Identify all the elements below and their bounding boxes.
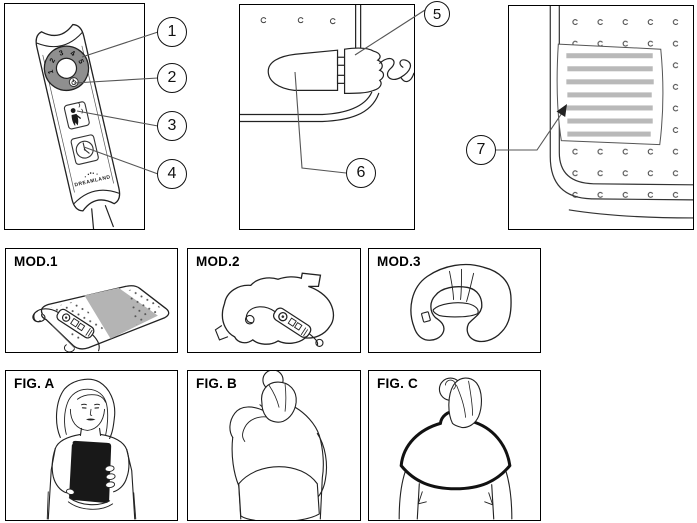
panel-mod3-label: MOD.3 bbox=[377, 254, 421, 269]
bun-swirl bbox=[445, 379, 456, 390]
fingers bbox=[65, 465, 116, 495]
coiled-cord bbox=[379, 57, 414, 83]
connector-housing bbox=[343, 47, 385, 94]
lips bbox=[85, 418, 96, 421]
callout-6: 6 bbox=[346, 158, 376, 188]
dial-number-2: 2 bbox=[47, 56, 57, 64]
head bbox=[261, 381, 297, 423]
raised-arm-outer bbox=[229, 406, 266, 438]
forearm-under-pad bbox=[68, 497, 111, 506]
callout-3: 3 bbox=[157, 111, 187, 141]
dial-number-5: 5 bbox=[76, 58, 86, 65]
right-arm bbox=[491, 470, 513, 520]
hair-strands bbox=[456, 380, 474, 418]
panel-fig-b-label: FIG. B bbox=[196, 376, 237, 391]
collar-band bbox=[432, 302, 479, 318]
figure-panel-controller: 1 2 3 4 5 bbox=[4, 3, 145, 230]
lower-back-pad bbox=[238, 466, 320, 520]
panel-fig-a: FIG. A bbox=[5, 370, 178, 521]
panel-mod2: MOD.2 bbox=[187, 248, 361, 353]
left-arm bbox=[51, 447, 67, 494]
panel-fig-c: FIG. C bbox=[368, 370, 541, 521]
pad-edge bbox=[549, 6, 693, 201]
cable-right bbox=[308, 333, 319, 346]
panel-fig-b: FIG. B bbox=[187, 370, 361, 521]
callout-7-number: 7 bbox=[476, 141, 486, 158]
connector-illustration bbox=[240, 5, 414, 123]
stitch-marks bbox=[260, 17, 336, 25]
panel-mod1: MOD.1 bbox=[5, 248, 178, 353]
raised-arm-inner bbox=[242, 416, 270, 442]
left-arm bbox=[398, 471, 420, 520]
controller-cable-loop bbox=[32, 308, 59, 323]
callout-3-number: 3 bbox=[167, 117, 177, 134]
cable-left bbox=[245, 306, 276, 324]
controller-cable-out bbox=[91, 334, 100, 352]
head bbox=[448, 377, 482, 429]
pad-seam bbox=[558, 6, 693, 186]
callout-4: 4 bbox=[157, 159, 187, 189]
hair-outline bbox=[55, 378, 116, 440]
figure-panel-connector bbox=[239, 4, 415, 230]
callout-1-number: 1 bbox=[167, 23, 177, 40]
mini-controller bbox=[272, 307, 312, 338]
back-pad-illustration bbox=[214, 272, 335, 348]
callout-4-number: 4 bbox=[167, 165, 177, 182]
figure-panel-care-label bbox=[508, 5, 694, 230]
callout-5-number: 5 bbox=[432, 5, 442, 23]
heating-pad-black bbox=[69, 440, 112, 503]
strap-ring-right bbox=[315, 338, 324, 348]
panel-fig-c-label: FIG. C bbox=[377, 376, 418, 391]
heating-pad-illustration bbox=[32, 285, 170, 352]
dial-number-4: 4 bbox=[69, 48, 76, 58]
pad-dots-right bbox=[126, 288, 163, 326]
dial-number-3: 3 bbox=[58, 48, 65, 58]
hands bbox=[417, 491, 494, 506]
care-label-illustration bbox=[549, 6, 693, 219]
figure-c-illustration bbox=[398, 377, 513, 520]
dial-number-1: 1 bbox=[46, 69, 56, 75]
torso-right bbox=[294, 406, 324, 520]
care-label-text-lines bbox=[566, 53, 654, 137]
clock-icon-button bbox=[70, 134, 99, 165]
hair-strands bbox=[268, 383, 287, 412]
controller-cable bbox=[91, 208, 95, 229]
callout-1: 1 bbox=[157, 17, 187, 47]
panel-mod2-label: MOD.2 bbox=[196, 254, 240, 269]
callout-7: 7 bbox=[466, 135, 496, 165]
callout-2-number: 2 bbox=[167, 69, 177, 86]
pad-stripe bbox=[84, 287, 158, 339]
controller-illustration: 1 2 3 4 5 bbox=[35, 23, 121, 229]
power-cord bbox=[240, 91, 373, 116]
buckle bbox=[421, 311, 431, 323]
callout-5: 5 bbox=[424, 1, 450, 27]
figure-a-illustration bbox=[46, 378, 137, 520]
person-icon-button bbox=[63, 101, 90, 130]
panel-mod1-label: MOD.1 bbox=[14, 254, 58, 269]
callout-6-number: 6 bbox=[356, 164, 366, 181]
neck-pad-illustration bbox=[410, 263, 512, 343]
figure-b-illustration bbox=[229, 371, 328, 520]
panel-mod3: MOD.3 bbox=[368, 248, 541, 353]
callout-2: 2 bbox=[157, 63, 187, 93]
face-outline bbox=[69, 408, 106, 431]
mini-controller bbox=[56, 308, 95, 339]
collar-outline bbox=[410, 263, 512, 343]
torso-left bbox=[231, 436, 242, 520]
plug-body bbox=[267, 49, 339, 91]
panel-fig-a-label: FIG. A bbox=[14, 376, 55, 391]
right-arm bbox=[113, 448, 130, 493]
strap-ring-left bbox=[244, 314, 255, 325]
